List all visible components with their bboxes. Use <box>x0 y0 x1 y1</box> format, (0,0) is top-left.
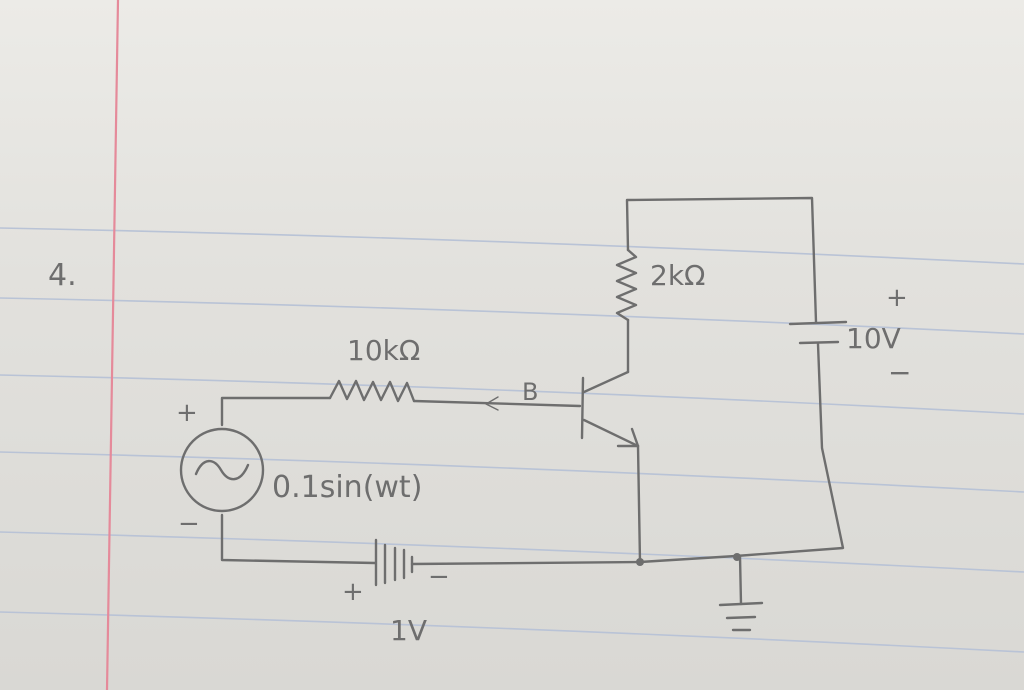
battery-1v <box>374 538 414 587</box>
ac-voltage-source <box>179 427 265 513</box>
resistor-2k <box>615 248 638 322</box>
base-current-arrow <box>485 396 499 411</box>
label-source-plus: + <box>176 398 198 428</box>
wire-source-top <box>220 396 332 427</box>
resistor-10k <box>328 379 416 403</box>
label-bias-minus: − <box>428 562 450 592</box>
label-supply-value: 10V <box>846 322 901 355</box>
margin-line <box>105 0 120 690</box>
wire-base <box>412 399 582 408</box>
wire-ground-bus <box>638 554 738 564</box>
wire-supply-down <box>734 342 845 558</box>
npn-transistor <box>580 370 640 448</box>
label-source-minus: − <box>178 509 200 539</box>
ruled-lines <box>0 227 1024 653</box>
label-r-collector: 2kΩ <box>650 259 705 292</box>
problem-number: 4. <box>48 258 77 293</box>
dc-supply-10v <box>788 320 848 345</box>
ground-symbol <box>718 554 764 632</box>
wire-source-bottom <box>220 513 377 565</box>
label-bias-value: 1V <box>390 614 427 647</box>
label-source-value: 0.1sin(wt) <box>272 470 422 505</box>
junction-emitter <box>636 558 644 566</box>
label-supply-plus: + <box>886 283 908 313</box>
label-bias-plus: + <box>342 577 364 607</box>
label-supply-minus: − <box>888 356 911 389</box>
junction-ground <box>733 553 741 561</box>
label-r-base: 10kΩ <box>347 334 420 367</box>
wire-emitter <box>636 444 642 564</box>
label-node-base: B <box>522 378 538 406</box>
wire-top-loop <box>625 196 818 324</box>
wire-battery-right <box>410 560 642 566</box>
